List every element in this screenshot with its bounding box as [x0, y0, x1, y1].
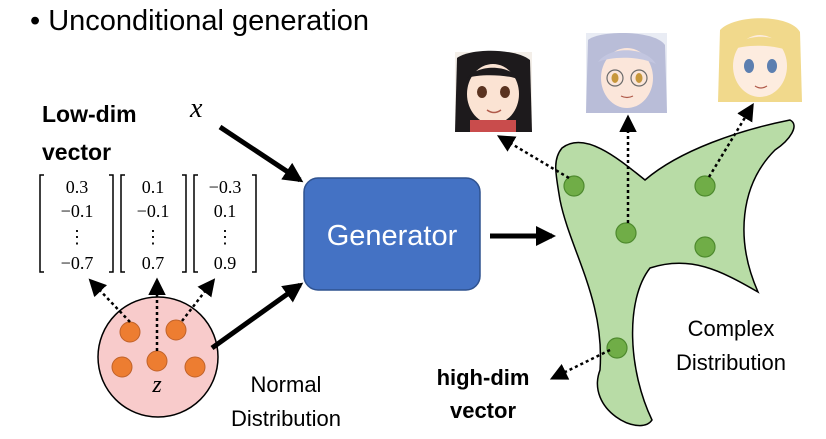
vector-2: 0.1 −0.1 ⋮ 0.7 [120, 174, 187, 273]
output-dot [606, 337, 628, 359]
complex-label-line1: Complex [688, 316, 775, 341]
high-dim-label-line1: high-dim [437, 365, 530, 390]
low-dim-label-line1: Low-dim [42, 101, 137, 127]
sample-dot [119, 321, 141, 343]
vector-1-entry-1: 0.3 [66, 177, 89, 197]
output-dot [563, 175, 585, 197]
complex-label-line2: Distribution [676, 350, 786, 375]
output-dot [694, 236, 716, 258]
anime-face-image-1 [455, 50, 532, 132]
sample-dot [146, 350, 168, 372]
complex-distribution-shape [555, 119, 795, 427]
x-symbol: x [189, 93, 203, 124]
vector-2-entry-3: ⋮ [144, 227, 162, 247]
x-arrow [218, 124, 304, 183]
sample-dot [165, 319, 187, 341]
dotted-arrow-to-vector-1 [88, 278, 131, 323]
output-dot [615, 222, 637, 244]
vector-1: 0.3 −0.1 ⋮ −0.7 [39, 174, 114, 273]
dotted-arrow-to-face-3 [707, 103, 754, 178]
vector-2-entry-4: 0.7 [142, 253, 165, 273]
dotted-arrow-to-high-dim [549, 348, 611, 380]
vector-1-entry-4: −0.7 [61, 253, 94, 273]
vector-1-entry-3: ⋮ [68, 227, 86, 247]
vector-3-right-bracket [252, 174, 257, 273]
normal-label-line2: Distribution [231, 406, 341, 431]
anime-face-image-3 [718, 18, 802, 102]
normal-label-line1: Normal [251, 372, 322, 397]
vector-1-left-bracket [39, 174, 44, 273]
vector-3-left-bracket [193, 174, 198, 273]
output-dot [694, 175, 716, 197]
vector-2-entry-2: −0.1 [137, 201, 170, 221]
generator-label: Generator [327, 220, 458, 252]
z-symbol: z [151, 372, 162, 398]
dotted-arrow-to-vector-3 [181, 278, 216, 322]
slide-title: • Unconditional generation [30, 5, 369, 37]
high-dim-label-line2: vector [450, 398, 516, 423]
vector-3-entry-2: 0.1 [214, 201, 237, 221]
sample-dot [184, 356, 206, 378]
vector-3-entry-1: −0.3 [209, 177, 242, 197]
z-arrow [210, 282, 304, 351]
vector-1-entry-2: −0.1 [61, 201, 94, 221]
vector-2-left-bracket [120, 174, 125, 273]
generator-box [303, 177, 481, 291]
vector-3: −0.3 0.1 ⋮ 0.9 [193, 174, 257, 273]
vector-3-entry-3: ⋮ [216, 227, 234, 247]
vector-1-right-bracket [109, 174, 114, 273]
vector-2-entry-1: 0.1 [142, 177, 165, 197]
sample-dot [111, 356, 133, 378]
vector-2-right-bracket [182, 174, 187, 273]
vector-3-entry-4: 0.9 [214, 253, 237, 273]
anime-face-image-2 [586, 33, 667, 113]
dotted-arrow-to-face-1 [496, 135, 570, 180]
low-dim-label-line2: vector [42, 139, 111, 165]
